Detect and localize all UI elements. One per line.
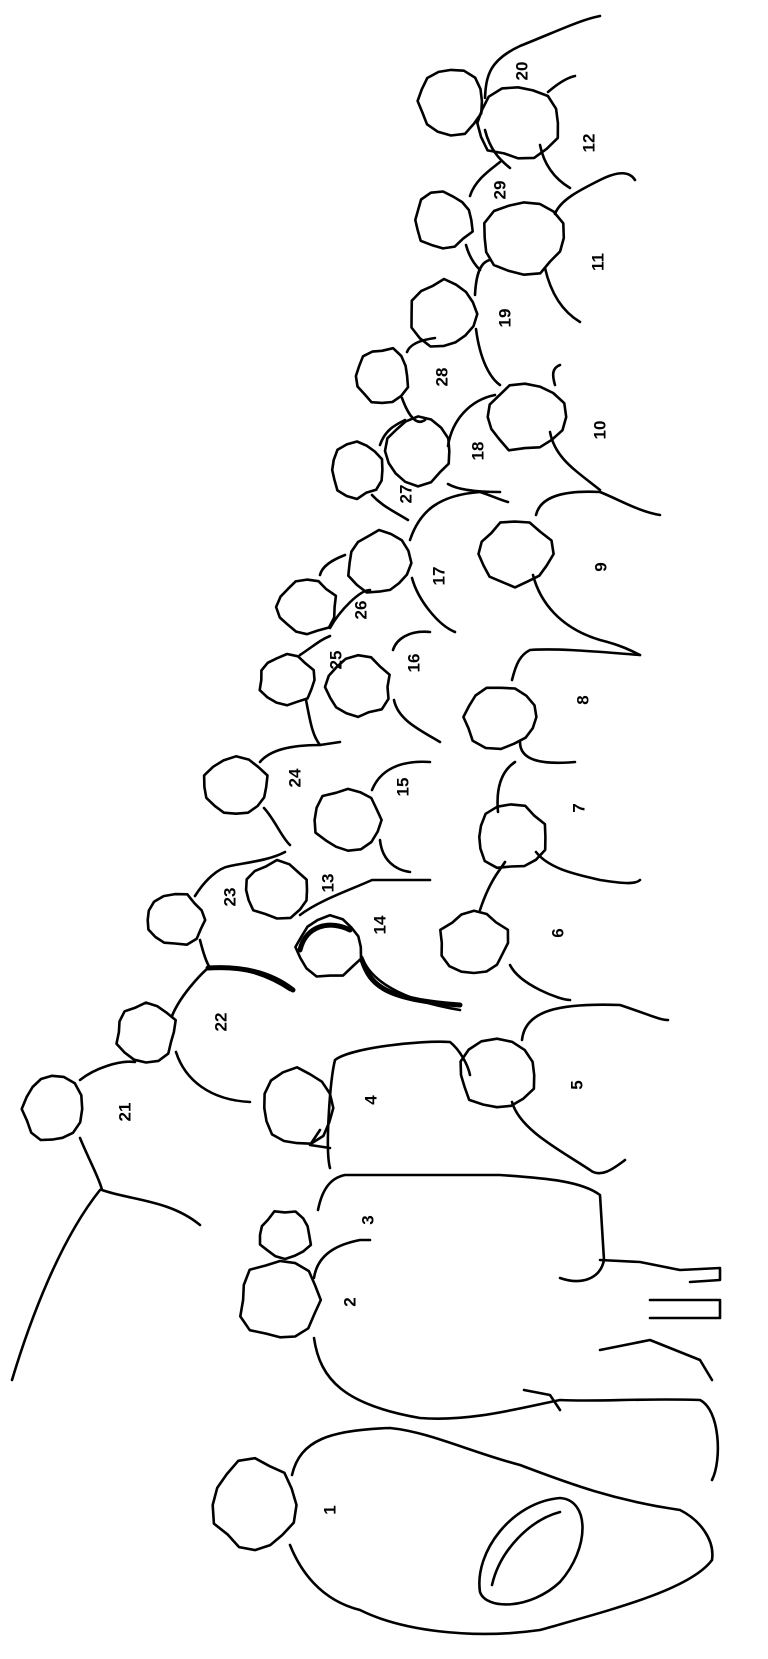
head-outline-1 [213, 1458, 297, 1550]
figure-label-27: 27 [396, 485, 415, 504]
figure-label-28: 28 [432, 368, 451, 387]
figure-label-23: 23 [220, 888, 239, 907]
head-outline-12 [477, 87, 558, 158]
head-outline-13 [246, 860, 307, 919]
head-outline-15 [315, 789, 382, 851]
head-outline-19 [412, 279, 478, 347]
head-outline-27 [332, 442, 382, 500]
legs-outline [524, 1260, 720, 1410]
head-outline-20 [418, 70, 482, 136]
head-outlines [22, 70, 567, 1550]
bold-stroke-22 [208, 968, 293, 990]
figure-label-11: 11 [588, 253, 607, 271]
figure-label-22: 22 [211, 1013, 230, 1032]
figure-label-3: 3 [358, 1215, 377, 1224]
figure-label-17: 17 [429, 567, 448, 586]
figure-label-5: 5 [567, 1080, 586, 1089]
figure-label-26: 26 [351, 601, 370, 620]
head-outline-26 [276, 580, 336, 635]
body-outline-7 [498, 762, 640, 883]
body-outline-23 [195, 852, 285, 968]
figure-label-6: 6 [548, 928, 567, 937]
figure-label-13: 13 [318, 874, 337, 893]
head-outline-25 [260, 654, 315, 705]
body-outline-22 [172, 968, 290, 1102]
head-outline-3 [260, 1211, 311, 1259]
figure-label-14: 14 [370, 915, 389, 934]
figure-label-9: 9 [591, 562, 610, 571]
head-outline-11 [484, 202, 564, 274]
figure-label-10: 10 [590, 421, 609, 440]
body-outline-17 [410, 492, 508, 632]
figure-label-1: 1 [320, 1505, 339, 1514]
body-outline-3 [318, 1175, 604, 1281]
body-outline-16 [393, 632, 440, 742]
figure-label-15: 15 [393, 778, 412, 797]
figure-label-7: 7 [569, 803, 588, 812]
head-outline-21 [22, 1076, 82, 1140]
figure-label-18: 18 [468, 442, 487, 461]
figure-label-16: 16 [404, 654, 423, 673]
figure-label-8: 8 [573, 695, 592, 704]
body-outlines [12, 16, 720, 1634]
figure-label-24: 24 [285, 768, 304, 787]
head-outline-23 [148, 894, 206, 945]
head-outline-24 [204, 756, 267, 813]
figure-label-4: 4 [361, 1095, 380, 1105]
head-outline-9 [479, 522, 554, 588]
head-outline-29 [415, 192, 472, 249]
body-outline-9 [533, 492, 660, 655]
body-outline-8 [512, 649, 640, 762]
figure-label-21: 21 [115, 1103, 134, 1122]
head-outline-5 [461, 1039, 535, 1108]
head-outline-28 [356, 348, 408, 403]
figure-number-labels: 1234567891011121314151617181920212223242… [115, 62, 610, 1515]
body-outline-11 [545, 173, 635, 322]
head-outline-6 [440, 911, 508, 973]
hat-outline [479, 1498, 582, 1604]
head-outline-22 [117, 1003, 176, 1063]
head-outline-10 [488, 384, 567, 451]
body-outline-2 [314, 1240, 718, 1480]
body-outline-21 [12, 1062, 200, 1380]
head-outline-4 [264, 1067, 333, 1143]
figure-label-12: 12 [579, 134, 598, 153]
figure-label-19: 19 [495, 309, 514, 328]
bold-stroke-14 [362, 960, 460, 1005]
head-outline-7 [479, 804, 545, 867]
figure-label-20: 20 [512, 62, 531, 81]
head-outline-17 [348, 530, 411, 593]
head-outline-8 [463, 688, 536, 749]
figure-label-25: 25 [326, 651, 345, 670]
head-outline-2 [240, 1261, 320, 1337]
figure-label-2: 2 [340, 1297, 359, 1306]
body-outline-5 [512, 1005, 668, 1174]
figure-label-29: 29 [490, 181, 509, 200]
body-outline-4 [310, 1042, 470, 1168]
